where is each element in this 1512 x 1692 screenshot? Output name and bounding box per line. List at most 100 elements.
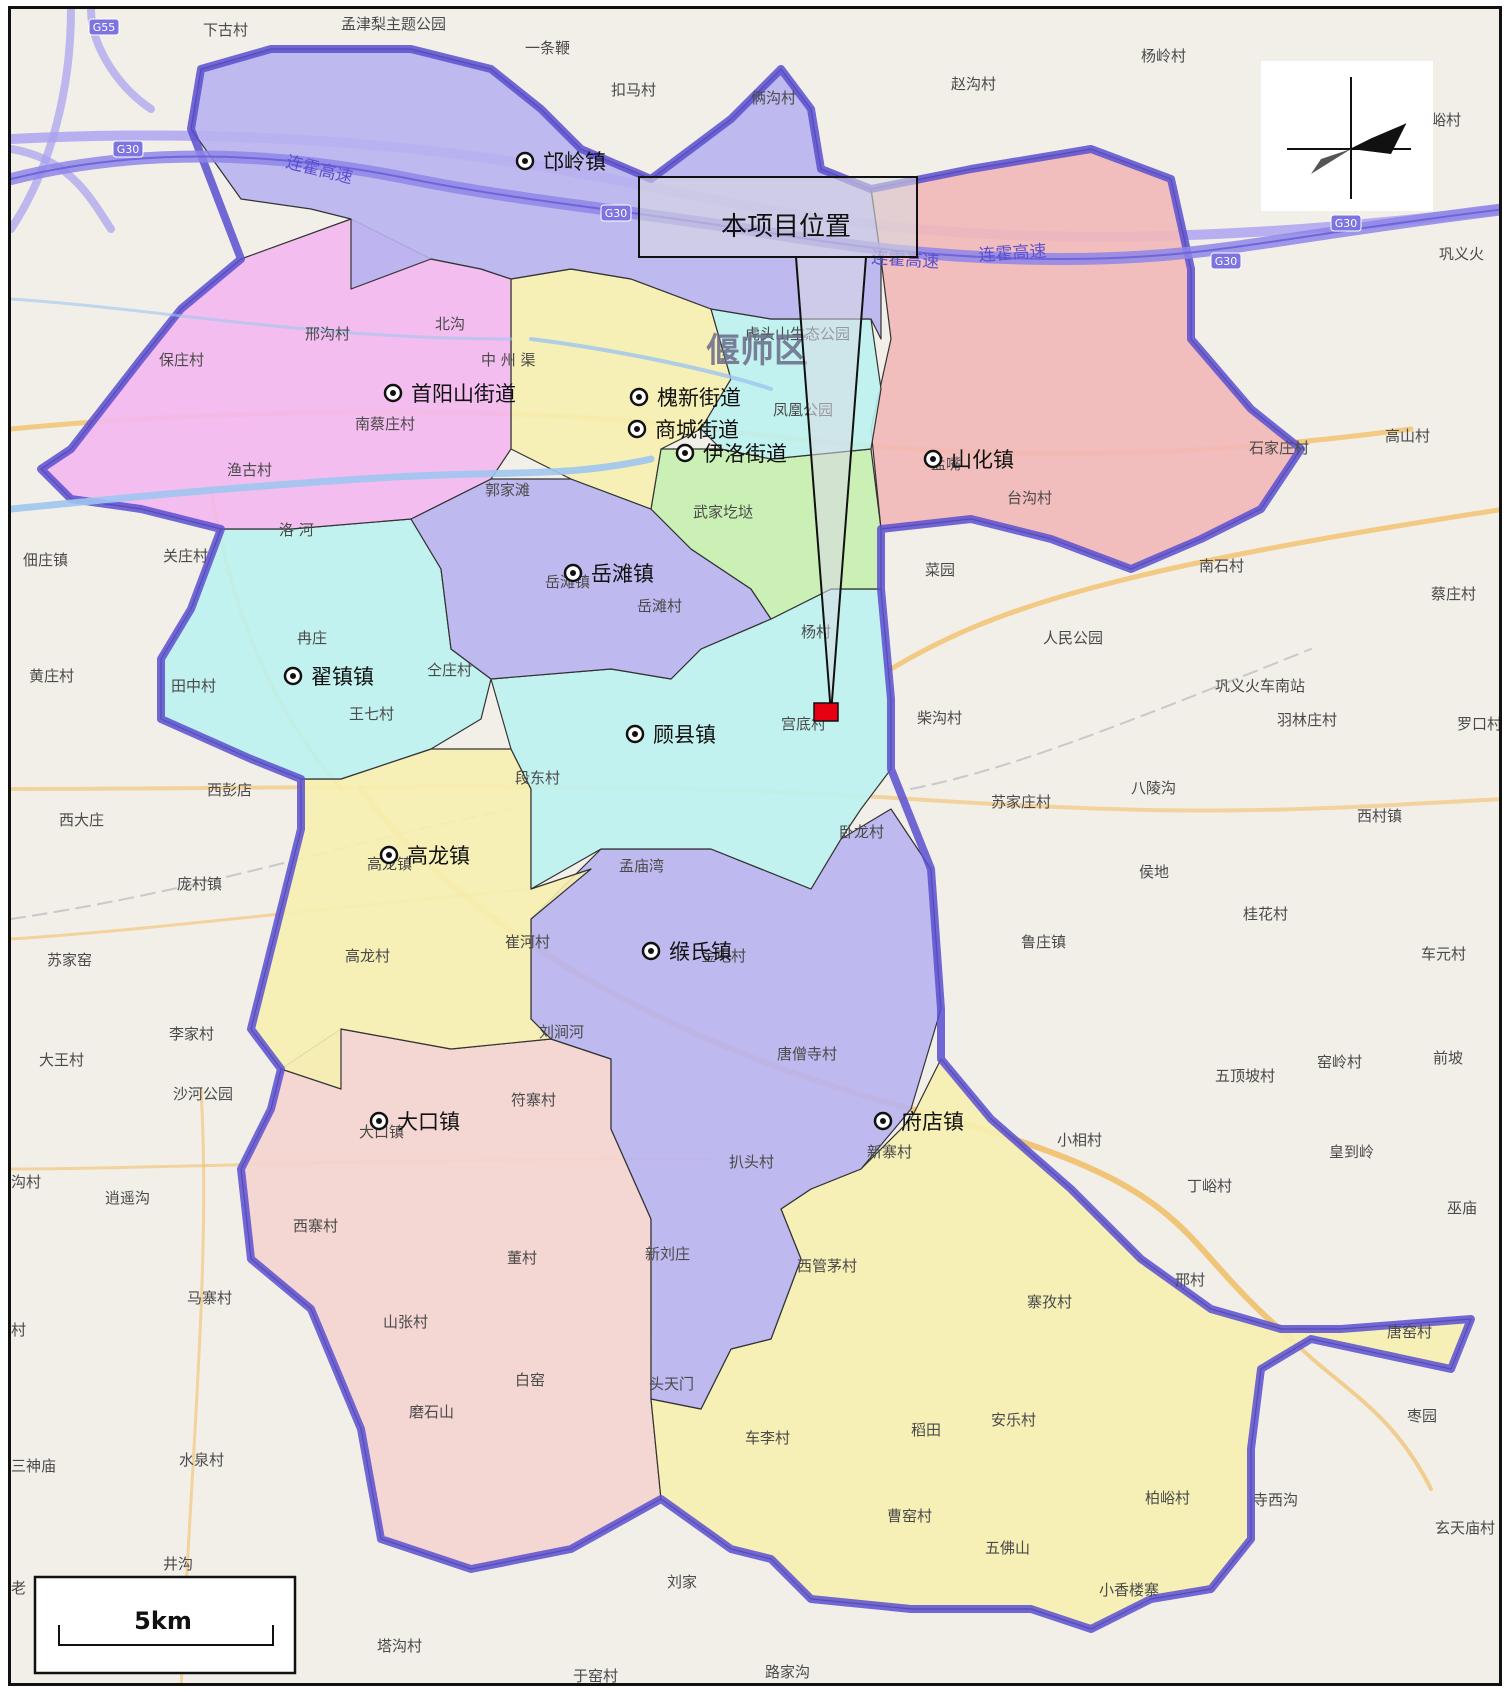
place-label: 五佛山 — [985, 1539, 1030, 1557]
town-marker-dot — [930, 456, 936, 462]
place-label: 西寨村 — [293, 1217, 338, 1235]
road-label: 连霍高速 — [978, 241, 1047, 266]
place-label: 小相村 — [1057, 1131, 1102, 1149]
town-name: 山化镇 — [951, 448, 1014, 472]
town-fudian[interactable]: 府店镇 — [873, 1110, 964, 1134]
place-label: 丁峪村 — [1187, 1177, 1232, 1195]
place-label: 刘家 — [667, 1573, 697, 1591]
place-label: 杨岭村 — [1141, 47, 1186, 65]
place-label: 苏家窑 — [47, 951, 92, 969]
place-label: 巫庙 — [1447, 1199, 1477, 1217]
place-label: 西村镇 — [1357, 807, 1402, 825]
town-goushi[interactable]: 缑氏镇 — [641, 940, 732, 964]
place-label: 西管茅村 — [797, 1257, 857, 1275]
place-label: 武家圪垯 — [693, 503, 753, 521]
place-label: 田中村 — [171, 677, 216, 695]
town-name: 槐新街道 — [657, 386, 741, 410]
place-label: 高山村 — [1385, 427, 1430, 445]
town-shanhua[interactable]: 山化镇 — [923, 448, 1014, 472]
town-shouyangshan[interactable]: 首阳山街道 — [383, 382, 516, 406]
labels-layer: 下古村孟津梨主题公园一条鞭扣马村俩沟村赵沟村杨岭村峪村巩义火高山村石家庄村南石村… — [11, 15, 1499, 1683]
place-label: 寺西沟 — [1253, 1491, 1298, 1509]
place-label: 沟村 — [11, 1173, 41, 1191]
place-label: 五顶坡村 — [1215, 1067, 1275, 1085]
project-callout: 本项目位置 — [638, 176, 918, 722]
town-name: 邙岭镇 — [543, 150, 606, 174]
place-label: 八陵沟 — [1131, 779, 1176, 797]
place-label: 柴沟村 — [917, 709, 962, 727]
rivers — [11, 297, 773, 513]
place-label: 前坡 — [1433, 1049, 1463, 1067]
place-label: 俩沟村 — [751, 89, 796, 107]
place-label: 孟庙湾 — [619, 857, 664, 875]
place-label: 侯地 — [1139, 863, 1169, 881]
place-label: 皇到岭 — [1329, 1143, 1374, 1161]
town-marker-dot — [632, 731, 638, 737]
town-marker-dot — [682, 450, 688, 456]
place-label: 西大庄 — [59, 811, 104, 829]
place-label: 石家庄村 — [1249, 439, 1309, 457]
town-yuetan[interactable]: 岳滩镇 — [563, 562, 654, 586]
town-yiluo[interactable]: 伊洛街道 — [675, 442, 787, 466]
place-label: 金屯村 — [701, 947, 746, 965]
place-label: 苏家庄村 — [991, 793, 1051, 811]
project-label-box — [638, 176, 918, 258]
north-arrow-icon — [1261, 61, 1433, 211]
town-shangcheng[interactable]: 商城街道 — [627, 418, 739, 442]
town-gaolong[interactable]: 高龙镇 — [379, 844, 470, 868]
place-label: 蔡庄村 — [1431, 585, 1476, 603]
town-huaixin[interactable]: 槐新街道 — [629, 386, 741, 410]
town-zhaizhen[interactable]: 翟镇镇 — [283, 665, 374, 689]
highway-shield-icon: G30 — [1330, 214, 1362, 232]
town-guxian[interactable]: 顾县镇 — [625, 723, 716, 747]
place-label: 大口镇 — [359, 1123, 404, 1141]
place-label: 仝庄村 — [427, 661, 472, 679]
place-label: 人民公园 — [1043, 629, 1103, 647]
place-label: 安乐村 — [991, 1411, 1036, 1429]
place-label: 老 — [11, 1579, 26, 1597]
place-label: 关庄村 — [163, 547, 208, 565]
place-label: 崔河村 — [505, 933, 550, 951]
town-name: 翟镇镇 — [311, 665, 374, 689]
place-label: 逍遥沟 — [105, 1189, 150, 1207]
place-label: 岳滩村 — [637, 597, 682, 615]
town-name: 高龙镇 — [407, 844, 470, 868]
place-label: 王七村 — [349, 705, 394, 723]
place-label: 巩义火车南站 — [1215, 677, 1305, 695]
place-label: 菜园 — [925, 561, 955, 579]
place-label: 北沟 — [435, 315, 465, 333]
place-label: 一条鞭 — [525, 39, 570, 57]
town-marker-dot — [634, 426, 640, 432]
town-name: 伊洛街道 — [703, 442, 787, 466]
highway-shield-icon: G55 — [88, 18, 120, 36]
place-label: 鲁庄镇 — [1021, 933, 1066, 951]
place-label: 水泉村 — [179, 1451, 224, 1469]
place-label: 白窑 — [515, 1371, 545, 1389]
town-name: 府店镇 — [901, 1110, 964, 1134]
highway-shield-icon: G30 — [112, 140, 144, 158]
town-koudian[interactable]: 邙岭镇 — [515, 150, 606, 174]
place-label: 马寨村 — [187, 1289, 232, 1307]
place-label: 下古村 — [203, 21, 248, 39]
region-shanhua[interactable] — [870, 148, 1302, 570]
place-label: 路家沟 — [765, 1663, 810, 1681]
map-canvas[interactable]: 下古村孟津梨主题公园一条鞭扣马村俩沟村赵沟村杨岭村峪村巩义火高山村石家庄村南石村… — [8, 6, 1502, 1686]
place-label: 磨石山 — [409, 1403, 454, 1421]
town-name: 大口镇 — [397, 1110, 460, 1134]
place-label: 巩义火 — [1439, 245, 1484, 263]
place-label: 井沟 — [163, 1555, 193, 1573]
place-label: 山张村 — [383, 1313, 428, 1331]
place-label: 小香楼寨 — [1099, 1581, 1159, 1599]
place-label: 郭家滩 — [485, 481, 530, 499]
town-name: 商城街道 — [655, 418, 739, 442]
place-label: 保庄村 — [159, 351, 204, 369]
town-marker-dot — [386, 852, 392, 858]
place-label: 段东村 — [515, 769, 560, 787]
town-dakou[interactable]: 大口镇 — [369, 1110, 460, 1134]
project-marker[interactable] — [813, 702, 839, 722]
place-label: 台沟村 — [1007, 489, 1052, 507]
place-label: 曹窑村 — [887, 1507, 932, 1525]
place-label: 大王村 — [39, 1051, 84, 1069]
shield-label: G30 — [605, 207, 628, 220]
